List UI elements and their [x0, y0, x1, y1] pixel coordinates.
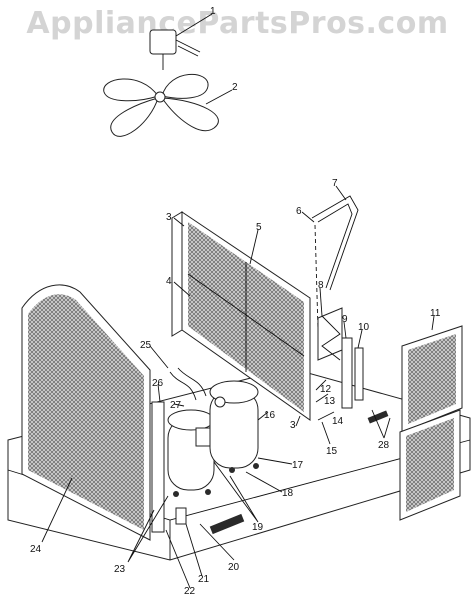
- callout-24: 24: [30, 544, 42, 555]
- callout-3b: 3: [290, 420, 296, 431]
- fan-motor: [149, 29, 201, 70]
- leader-lines: [41, 13, 435, 589]
- compressor-left: [167, 409, 215, 491]
- callout-18: 18: [282, 488, 294, 499]
- refrigerant-tubing: [311, 195, 359, 331]
- callout-6: 6: [296, 206, 302, 217]
- callout-labels: 1 2 3 4 5 6 7 8 9 10 11 12 13 14 3 15 16…: [30, 6, 441, 597]
- valve-bracket: [317, 307, 364, 409]
- callout-26: 26: [152, 378, 164, 389]
- callout-1: 1: [210, 6, 216, 17]
- callout-20: 20: [228, 562, 240, 573]
- callout-21: 21: [198, 574, 210, 585]
- callout-19: 19: [252, 522, 264, 533]
- callout-14: 14: [332, 416, 344, 427]
- callout-16: 16: [264, 410, 276, 421]
- control-components: [151, 367, 211, 533]
- callout-4: 4: [166, 276, 172, 287]
- callout-11: 11: [430, 308, 441, 319]
- callout-9: 9: [342, 314, 348, 325]
- compressor-mount-feet: [173, 463, 259, 497]
- callout-23: 23: [114, 564, 126, 575]
- side-grille-upper: [401, 325, 463, 433]
- coil-guard: [21, 284, 151, 541]
- callout-5: 5: [256, 222, 262, 233]
- callout-25: 25: [140, 340, 152, 351]
- callout-28: 28: [378, 440, 390, 451]
- callout-17: 17: [292, 460, 304, 471]
- fan-blade: [103, 74, 219, 137]
- compressor-right: [209, 380, 259, 469]
- side-grille-lower: [399, 409, 461, 521]
- callout-22: 22: [184, 586, 196, 597]
- callout-12: 12: [320, 384, 332, 395]
- callout-13: 13: [324, 396, 336, 407]
- callout-10: 10: [358, 322, 370, 333]
- callout-2: 2: [232, 82, 238, 93]
- callout-15: 15: [326, 446, 338, 457]
- watermark-text: AppliancePartsPros.com: [26, 6, 449, 41]
- callout-7: 7: [332, 178, 338, 189]
- callout-3: 3: [166, 212, 172, 223]
- callout-8: 8: [318, 280, 324, 291]
- callout-27: 27: [170, 400, 182, 411]
- condenser-coil: [171, 211, 311, 421]
